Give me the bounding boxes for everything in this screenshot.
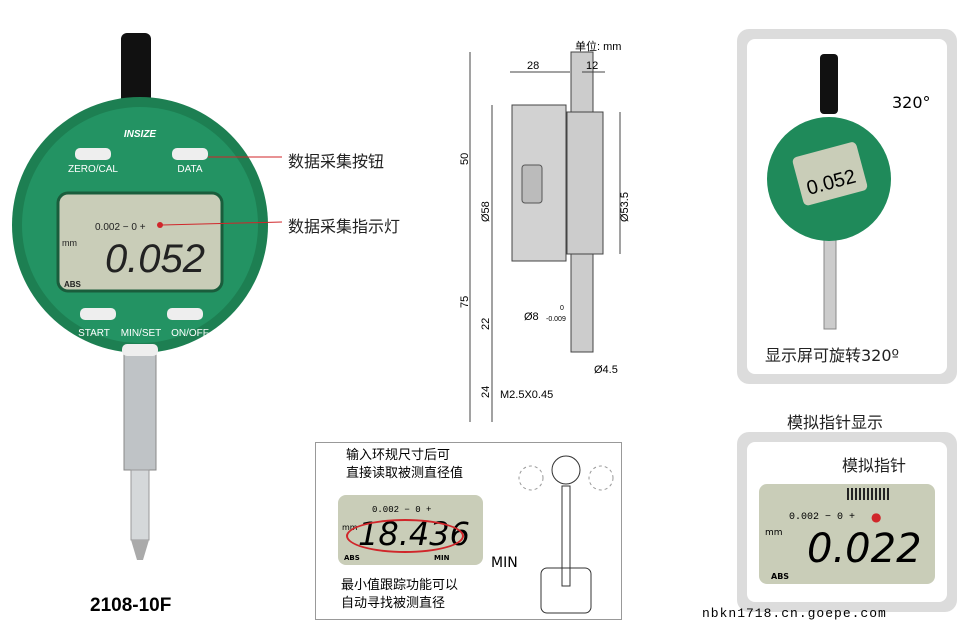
spindle-sleeve (123, 349, 157, 471)
data-button[interactable] (172, 148, 208, 160)
zero-cal-button[interactable] (75, 148, 111, 160)
analog-pointer-bar (847, 488, 891, 500)
analog-title: 模拟指针显示 (787, 413, 884, 432)
start-label: START (78, 328, 110, 339)
min-label: MIN (491, 555, 518, 571)
analog-lcd-mode: ABS (771, 572, 790, 581)
indicator-led (157, 222, 163, 228)
min-lcd: 0.002 − 0 + mm 18.436 ABS MIN (338, 495, 483, 565)
rotation-angle: 320° (892, 93, 931, 112)
lcd-mode: ABS (64, 280, 82, 289)
dim-50: 50 (460, 153, 471, 165)
zero-cal-label: ZERO/CAL (68, 164, 118, 175)
dim-8-tol-lower: -0.009 (546, 316, 566, 323)
dim-8: Ø8 (524, 311, 539, 323)
min-tracking-panel: 输入环规尺寸后可 直接读取被测直径值 0.002 − 0 + mm 18.436… (315, 442, 622, 620)
callout-line (161, 221, 283, 226)
rotate-panel: 0.052 320° 显示屏可旋转320º (737, 29, 957, 384)
dim-75: 75 (460, 296, 471, 308)
min-top-text-1: 输入环规尺寸后可 (346, 448, 451, 463)
contact-point (131, 540, 149, 560)
analog-lcd: 0.002 − 0 + ● mm 0.022 ABS (759, 484, 935, 584)
dim-12: 12 (586, 60, 598, 72)
lcd-value: 0.052 (105, 237, 205, 281)
lcd-scale: 0.002 − 0 + (95, 222, 146, 233)
dim-58: Ø58 (480, 201, 492, 222)
on-off-label: ON/OFF (171, 328, 209, 339)
min-lcd-unit: mm (342, 523, 358, 532)
rotate-caption: 显示屏可旋转320º (765, 346, 900, 365)
analog-indicator-dot: ● (871, 510, 882, 524)
model-number: 2108-10F (90, 595, 172, 616)
lcd-display (56, 191, 224, 293)
watermark-url: nbkn1718.cn.goepe.com (702, 606, 887, 621)
dim-28: 28 (527, 60, 539, 72)
analog-lcd-unit: mm (765, 528, 783, 538)
min-top-text-2: 直接读取被测直径值 (346, 466, 464, 481)
data-label: DATA (177, 164, 203, 175)
min-bottom-text-1: 最小值跟踪功能可以 (341, 578, 459, 593)
analog-lcd-value: 0.022 (807, 526, 922, 572)
analog-panel: 模拟指针 0.002 − 0 + ● mm 0.022 ABS (737, 432, 957, 612)
dim-22: 22 (480, 318, 492, 330)
digital-indicator-illustration: INSIZE ZERO/CAL DATA START MIN/SET ON/OF… (12, 33, 283, 560)
back-plate (566, 111, 604, 255)
min-bottom-text-2: 自动寻找被测直径 (341, 596, 446, 611)
rotated-gauge-illustration: 0.052 (767, 54, 891, 330)
min-lcd-scale: 0.002 − 0 + (372, 505, 432, 515)
dim-4-5: Ø4.5 (594, 364, 618, 376)
spindle (130, 469, 150, 541)
dimension-drawing: 单位: mm 28 12 50 75 Ø58 Ø53.5 22 24 Ø8 0 … (460, 39, 631, 422)
analog-lcd-scale: 0.002 − 0 + (789, 512, 856, 523)
start-button[interactable] (80, 308, 116, 320)
min-lcd-min-flag: MIN (434, 554, 450, 562)
dim-24: 24 (480, 386, 492, 398)
dim-8-tol-upper: 0 (560, 305, 564, 312)
bore-gauge-illustration (518, 455, 614, 614)
highlight-ellipse (346, 519, 464, 553)
min-lcd-abs: ABS (344, 554, 360, 562)
on-off-button[interactable] (167, 308, 203, 320)
lcd-unit: mm (62, 238, 77, 248)
min-set-button[interactable] (122, 344, 158, 356)
unit-label: 单位: mm (575, 39, 621, 53)
pointer-label: 模拟指针 (842, 456, 907, 475)
min-set-label: MIN/SET (121, 328, 162, 339)
callout-data-indicator: 数据采集指示灯 (288, 217, 401, 236)
callout-data-button: 数据采集按钮 (288, 152, 385, 171)
dim-53-5: Ø53.5 (619, 192, 631, 222)
brand-logo: INSIZE (124, 129, 157, 140)
dim-thread: M2.5X0.45 (500, 389, 553, 401)
